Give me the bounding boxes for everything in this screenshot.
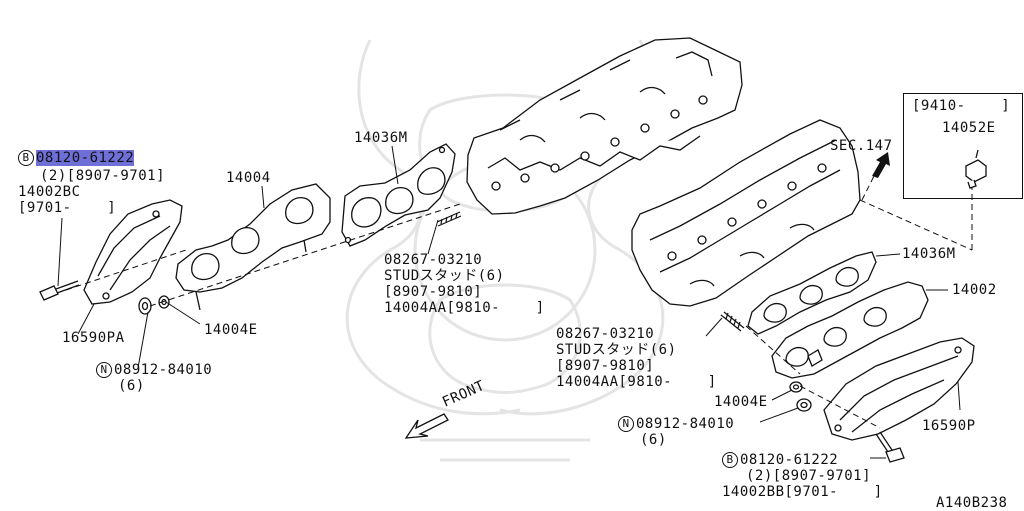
callout-stud-08267-03210-left[interactable]: 08267-03210 <box>384 252 483 268</box>
right-exhaust-manifold-14002 <box>771 281 929 379</box>
callout-14002[interactable]: 14002 <box>952 282 997 298</box>
callout-14036m-left[interactable]: 14036M <box>354 130 408 146</box>
nut-part-number-right: 08912-84010 <box>636 416 735 432</box>
callout-14004e-left[interactable]: 14004E <box>204 322 258 338</box>
stud-desc-left: STUDスタッド(6) <box>384 268 505 284</box>
right-heat-shield-16590p <box>823 337 975 441</box>
left-cylinder-head <box>466 37 743 215</box>
right-guide-lines <box>705 171 973 459</box>
right-cylinder-head <box>631 119 861 307</box>
bolt-qty-date-left: (2)[8907-9701] <box>40 168 166 184</box>
bolt-badge-icon: B <box>18 150 34 166</box>
left-gasket-14036m <box>341 143 456 247</box>
callout-16590p[interactable]: 16590P <box>922 418 976 434</box>
nut-badge-icon: N <box>96 362 112 378</box>
bolt-qty-date-right: (2)[8907-9701] <box>746 468 872 484</box>
bolt-part-number-right: 08120-61222 <box>740 452 839 468</box>
stud-date-left: [8907-9810] <box>384 284 483 300</box>
left-heat-shield-16590pa <box>83 199 183 305</box>
nut-qty-left: (6) <box>118 378 145 394</box>
nut-qty-right: (6) <box>640 432 667 448</box>
callout-14052e[interactable]: 14052E <box>942 120 996 136</box>
inset-date-9410: [9410- ] <box>912 98 1011 114</box>
inset-box <box>903 93 1023 199</box>
callout-16590pa[interactable]: 16590PA <box>62 330 125 346</box>
callout-14004e-right[interactable]: 14004E <box>714 394 768 410</box>
bolt-badge-icon: B <box>722 452 738 468</box>
right-bolt <box>875 431 905 463</box>
left-stud <box>436 211 462 227</box>
stud-desc-right: STUDスタッド(6) <box>556 342 677 358</box>
left-guide-lines <box>57 145 461 369</box>
callout-14002bb[interactable]: 14002BB[9701- ] <box>722 484 883 500</box>
callout-14004aa-right[interactable]: 14004AA[9810- ] <box>556 374 717 390</box>
right-washer-nut <box>789 381 812 412</box>
front-arrow-icon <box>404 413 449 439</box>
diagram-id: A140B238 <box>936 495 1008 511</box>
left-exhaust-manifold-14004 <box>175 183 331 311</box>
left-bolt <box>39 280 80 301</box>
stud-date-right: [8907-9810] <box>556 358 655 374</box>
section-arrow-icon <box>872 152 890 178</box>
callout-14002bc[interactable]: 14002BC <box>18 184 81 200</box>
oxygen-sensor-14052e <box>965 149 987 189</box>
nut-part-number-left: 08912-84010 <box>114 362 213 378</box>
nut-badge-icon: N <box>618 416 634 432</box>
callout-14004aa-left[interactable]: 14004AA[9810- ] <box>384 300 545 316</box>
callout-stud-08267-03210-right[interactable]: 08267-03210 <box>556 326 655 342</box>
right-gasket-14036m <box>747 251 877 335</box>
callout-14036m-right[interactable]: 14036M <box>902 246 956 262</box>
part-number-highlighted: 08120-61222 <box>36 150 135 166</box>
callout-sec-147[interactable]: SEC.147 <box>830 138 893 154</box>
right-stud <box>720 311 745 332</box>
callout-14004[interactable]: 14004 <box>226 170 271 186</box>
date-range-9701-left: [9701- ] <box>18 200 117 216</box>
